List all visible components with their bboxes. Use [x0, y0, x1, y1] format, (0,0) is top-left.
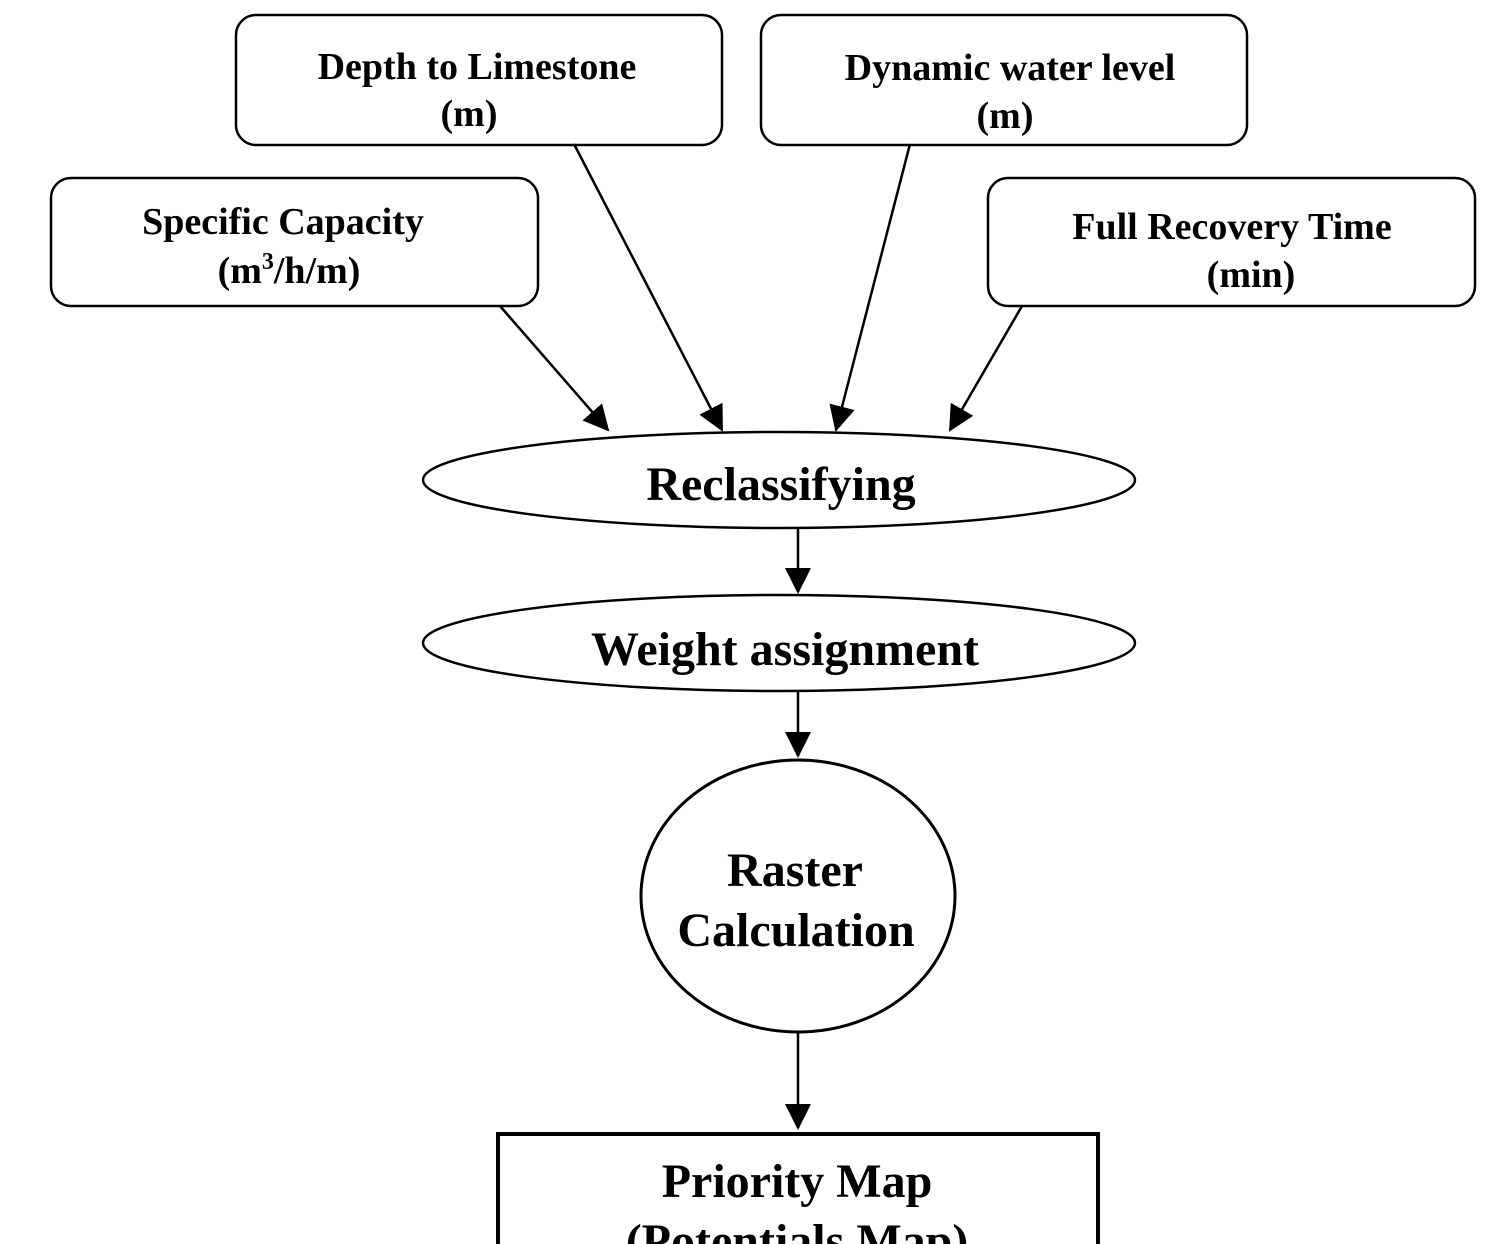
dynamic-label-line1: Dynamic water level — [845, 47, 1176, 89]
dynamic-label-line2: (m) — [977, 95, 1034, 137]
node-raster-calculation: Raster Calculation — [639, 758, 957, 1034]
depth-label-line1: Depth to Limestone — [318, 46, 637, 88]
node-full-recovery-time: Full Recovery Time (min) — [986, 176, 1477, 308]
recovery-label-line1: Full Recovery Time — [1072, 206, 1391, 248]
raster-label-line2: Calculation — [677, 904, 914, 957]
priority-label-line2: (Potentials Map) — [626, 1215, 969, 1244]
node-priority-map: Priority Map (Potentials Map) — [496, 1132, 1100, 1244]
arrow-dynamic-to-reclassifying — [829, 143, 912, 432]
node-weight-assignment: Weight assignment — [421, 593, 1137, 693]
specific-label-line1: Specific Capacity — [142, 201, 424, 243]
arrow-depth-to-reclassifying — [572, 143, 724, 432]
raster-label-line1: Raster — [727, 844, 863, 897]
node-reclassifying: Reclassifying — [421, 430, 1137, 530]
weight-label: Weight assignment — [591, 623, 979, 676]
priority-label-line1: Priority Map — [662, 1155, 933, 1208]
specific-label-line2: (m3/h/m) — [218, 249, 361, 292]
arrow-specific-to-reclassifying — [499, 305, 610, 432]
reclassifying-label: Reclassifying — [646, 458, 915, 511]
node-depth-to-limestone: Depth to Limestone (m) — [234, 13, 724, 147]
node-dynamic-water-level: Dynamic water level (m) — [759, 13, 1249, 147]
arrow-recovery-to-reclassifying — [948, 305, 1024, 432]
recovery-label-line2: (min) — [1207, 254, 1296, 296]
depth-label-line2: (m) — [441, 93, 498, 135]
node-specific-capacity: Specific Capacity (m3/h/m) — [49, 176, 540, 308]
